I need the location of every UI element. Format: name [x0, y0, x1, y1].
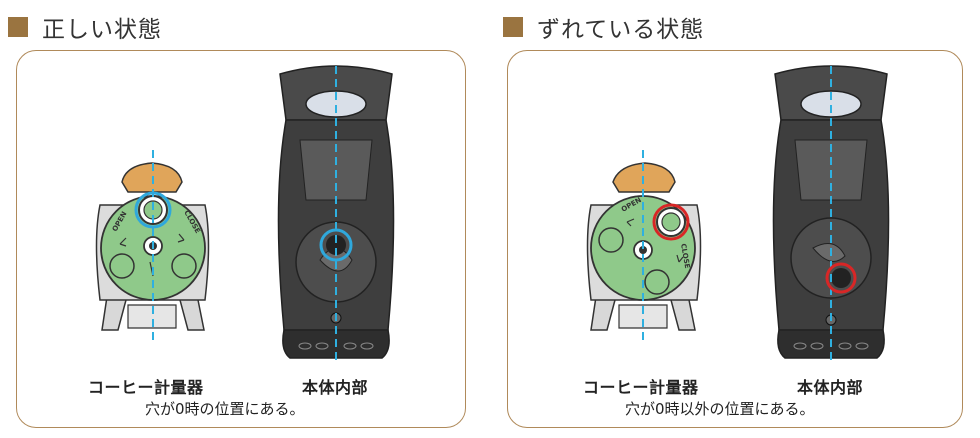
arrow-icon: [119, 237, 127, 247]
hole-highlight-circle: [825, 262, 857, 294]
caption-machine-interior: 本体内部: [797, 378, 864, 397]
caption-coffee-measure: コーヒー計量器: [583, 378, 699, 397]
section-heading: 正しい状態: [0, 12, 162, 43]
illustration-misaligned: OPEN CLOSE: [586, 65, 890, 362]
section-heading: ずれている状態: [495, 12, 705, 43]
hole-highlight-circle: [319, 228, 353, 262]
arrow-icon: [676, 254, 684, 263]
caption-machine-interior: 本体内部: [302, 378, 369, 397]
hole-highlight-circle: [134, 191, 172, 229]
note-text: 穴が0時の位置にある。: [145, 400, 305, 418]
caption-coffee-measure: コーヒー計量器: [88, 378, 204, 397]
heading-text: 正しい状態: [42, 17, 162, 43]
arrow-icon: [177, 233, 185, 243]
panel-correct-state: 正しい状態 OPEN CLOSE: [0, 0, 480, 438]
heading-square-icon: [8, 17, 28, 37]
heading-square-icon: [503, 17, 523, 37]
heading-text: ずれている状態: [537, 17, 705, 43]
illustration-frame: [16, 50, 466, 428]
panel-misaligned-state: ずれている状態 OPEN CLOSE: [495, 0, 975, 438]
illustration-frame: [507, 50, 963, 428]
illustration-correct: OPEN CLOSE: [95, 65, 395, 362]
arrow-icon: [626, 218, 635, 227]
note-text: 穴が0時以外の位置にある。: [625, 400, 815, 418]
hole-highlight-circle: [652, 203, 690, 241]
